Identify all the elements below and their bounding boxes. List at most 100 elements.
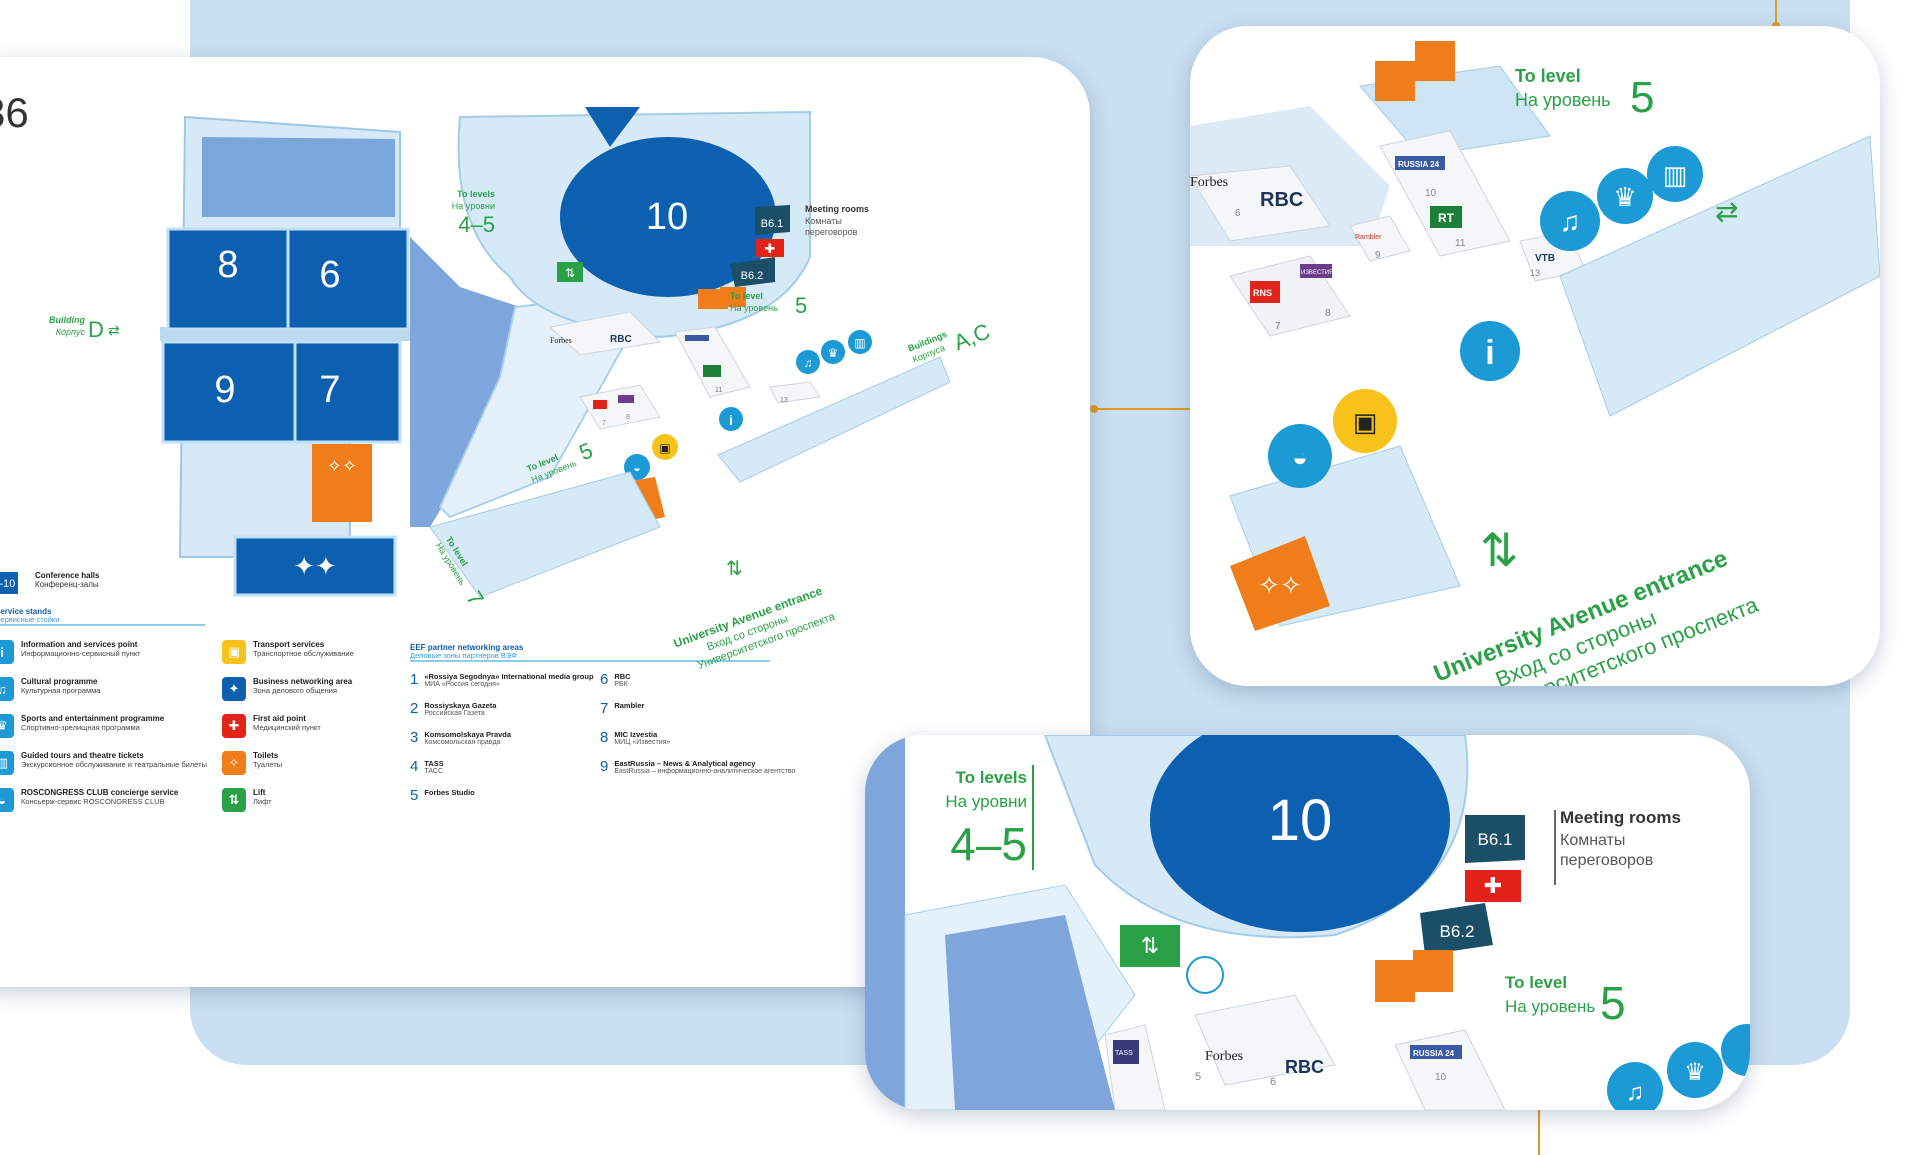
zoom-meeting-title: Meeting rooms	[1560, 808, 1681, 827]
zoom-card-hall10: 10 B6.1 ✚ B6.2 ⇅ Meeting rooms Комнаты п…	[865, 735, 1750, 1110]
svg-text:◒: ◒	[1292, 442, 1308, 472]
svg-text:▥: ▥	[1663, 160, 1688, 190]
leader-line-bottom	[1538, 1105, 1540, 1155]
zoom-concierge-pin[interactable]: ◒	[1268, 424, 1332, 488]
hall-9-label: 9	[214, 369, 235, 411]
partner-name-ru: Комсомольская правда	[424, 739, 501, 746]
zoom-museum-pin[interactable]: ▥	[1647, 146, 1703, 202]
building-d-en: Building	[49, 315, 85, 325]
zoom-ac-arrow: ⇄	[1715, 196, 1738, 227]
zoom-hall10-label: 10	[1268, 788, 1333, 853]
legend-partners-title: EEF partner networking areas Деловые зон…	[410, 643, 524, 661]
svg-text:7: 7	[1275, 321, 1281, 332]
partner-number: 7	[600, 700, 609, 717]
concierge-icon: ◒	[0, 788, 14, 812]
legend-conference: Conference halls Конференц-залы	[35, 571, 100, 590]
svg-text:✚: ✚	[765, 241, 776, 256]
lift-icon: ⇅	[222, 788, 246, 812]
car-icon: ▣	[222, 640, 246, 664]
zoom-b-trophy-pin[interactable]: ♛	[1667, 1042, 1723, 1098]
legend-item-title: Toilets	[253, 751, 279, 760]
svg-text:B6.1: B6.1	[1478, 830, 1513, 849]
partner-name-ru: ТАСС	[424, 768, 444, 775]
legend-item-title: ROSCONGRESS CLUB concierge service	[21, 788, 179, 797]
zoom-to-level-en-2: To level	[1505, 973, 1567, 992]
to-level5-en: To level	[730, 291, 763, 301]
zoom-meeting-b61: B6.1	[1465, 815, 1525, 863]
to-levels-num: 4–5	[458, 212, 495, 237]
hall-8: 8	[166, 227, 290, 331]
svg-text:5: 5	[1195, 1071, 1201, 1083]
zoom-entrance-arrow: ⇅	[1480, 524, 1519, 576]
to-level5-num: 5	[795, 293, 807, 318]
museum-pin[interactable]: ▥	[848, 330, 872, 354]
svg-text:13: 13	[1530, 268, 1540, 278]
to-level5-lower-num: 5	[576, 438, 597, 466]
partner-name: «Rossiya Segodnya» International media g…	[424, 672, 594, 681]
partner-number: 2	[410, 700, 419, 717]
main-map-card: 36 8 6 9 7 ✧✧ ✦✦ 10 B6.1 ✚ B6.2 Me	[0, 57, 1090, 987]
zoom-stand-rambler	[1349, 215, 1411, 262]
zoom-trophy-pin[interactable]: ♛	[1597, 168, 1653, 224]
culture-pin[interactable]: ♫	[796, 350, 820, 374]
zoom-first-aid: ✚	[1465, 870, 1521, 902]
zoom-toilets-top	[1375, 41, 1455, 101]
legend-item-subtitle: Лифт	[253, 797, 272, 806]
meeting-room-b62: B6.2	[730, 257, 775, 287]
info-pin[interactable]: i	[719, 407, 743, 431]
zoom-b-culture-pin[interactable]: ♫	[1607, 1062, 1663, 1110]
svg-text:RNS: RNS	[1253, 288, 1272, 298]
zoom-meeting-ru2: переговоров	[1560, 852, 1653, 869]
zoom-culture-pin[interactable]: ♫	[1540, 191, 1600, 251]
svg-text:⇅: ⇅	[1141, 933, 1159, 958]
legend-item-title: First aid point	[253, 714, 306, 723]
svg-text:RBC: RBC	[610, 334, 632, 345]
first-aid-icon: ✚	[222, 714, 246, 738]
partner-name: EastRussia – News & Analytical agency	[614, 759, 756, 768]
partner-number: 4	[410, 758, 419, 775]
svg-text:RT: RT	[1438, 211, 1455, 225]
svg-text:▥: ▥	[854, 336, 865, 350]
to-levels-en: To levels	[457, 189, 495, 199]
zoom-entrance-svg: To level На уровень 5 RBC Forbes 6 RUSSI…	[1190, 41, 1880, 686]
transport-pin[interactable]: ▣	[652, 434, 678, 460]
zoom-toilet-block: ✧✧	[1230, 536, 1330, 631]
lift-hall10: ⇅	[557, 262, 583, 282]
svg-text:♫: ♫	[1626, 1079, 1644, 1106]
zoom-transport-pin[interactable]: ▣	[1333, 389, 1397, 453]
zoom-info-pin[interactable]: i	[1460, 321, 1520, 381]
hall-8-label: 8	[217, 244, 238, 286]
building-d-arrow: ⇄	[108, 322, 120, 338]
svg-text:✧✧: ✧✧	[327, 456, 357, 476]
svg-text:TASS: TASS	[1115, 1050, 1133, 1057]
legend-item-subtitle: Зона делового общения	[253, 686, 338, 695]
east-corridor	[717, 356, 951, 483]
hall-9: 9	[161, 340, 297, 444]
zoom-to-level-ru: На уровень	[1515, 90, 1611, 110]
zoom-b-museum-pin[interactable]	[1721, 1024, 1750, 1076]
svg-text:RUSSIA 24: RUSSIA 24	[1413, 1049, 1455, 1058]
zoom-meeting-b62: B6.2	[1420, 903, 1493, 955]
meeting-rooms-title: Meeting rooms	[805, 204, 869, 214]
zoom-to-levels-num: 4–5	[950, 818, 1027, 870]
svg-text:Rambler: Rambler	[1355, 234, 1382, 241]
legend-item-title: Information and services point	[21, 640, 138, 649]
zoom-meeting-ru1: Комнаты	[1560, 832, 1625, 849]
partner-name-ru: МИЦ «Известия»	[614, 739, 671, 746]
zoom-roscongress-logo	[1186, 956, 1224, 994]
legend-item-subtitle: Медицинский пункт	[253, 723, 321, 732]
zoom-stand-tass	[1104, 1024, 1166, 1110]
svg-text:RUSSIA 24: RUSSIA 24	[1398, 160, 1440, 169]
zoom-corridor-east	[1559, 135, 1880, 417]
to-level5-ru: На уровень	[730, 303, 778, 313]
svg-text:B6.2: B6.2	[1440, 922, 1475, 941]
partner-name-ru: Российская Газета	[424, 710, 485, 717]
trophy-pin[interactable]: ♛	[821, 340, 845, 364]
